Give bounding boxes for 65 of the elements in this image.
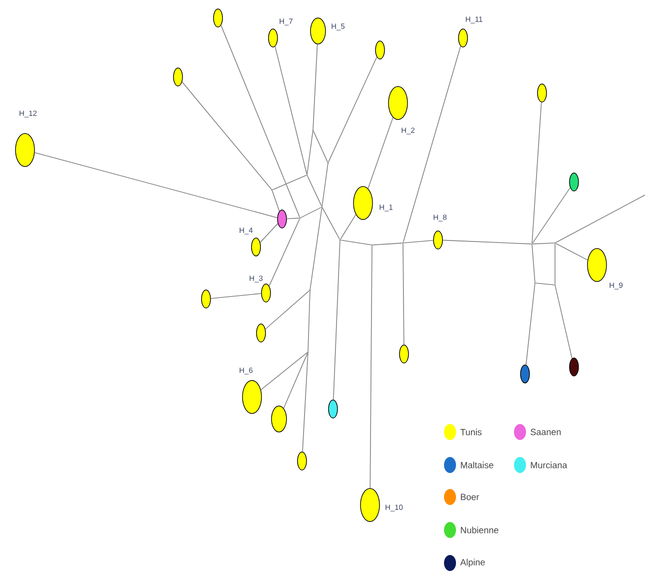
network-line — [532, 187, 571, 244]
haplotype-node — [173, 68, 183, 86]
legend-label: Alpine — [460, 558, 485, 568]
legend-label: Boer — [460, 494, 480, 500]
network-line — [372, 242, 402, 246]
haplotype-node — [399, 344, 409, 364]
network-line — [268, 218, 300, 286]
haplotype-node — [569, 358, 579, 376]
network-line — [274, 46, 308, 174]
network-line — [555, 194, 645, 243]
network-line — [312, 44, 318, 130]
network-line — [322, 164, 328, 206]
network-line — [402, 46, 462, 242]
network-line — [272, 174, 306, 190]
network-line — [265, 290, 310, 330]
haplotype-node — [297, 452, 307, 470]
network-line — [536, 282, 554, 286]
legend-label: Murciana — [530, 462, 568, 468]
network-line — [313, 130, 328, 162]
network-line — [307, 176, 322, 206]
haplotype-node — [569, 172, 579, 192]
network-line — [272, 190, 280, 212]
haplotype-node — [256, 324, 266, 342]
network-line — [260, 223, 278, 243]
network-line — [370, 246, 372, 489]
network-line — [182, 82, 272, 190]
network-line — [402, 244, 404, 346]
network-line — [404, 240, 434, 244]
network-line — [300, 207, 322, 218]
network-line — [532, 242, 554, 244]
haplotype-node — [201, 290, 211, 308]
network-line — [322, 207, 340, 240]
network-line — [556, 243, 588, 260]
network-line — [310, 208, 322, 290]
network-line — [260, 352, 308, 390]
haplotype-node — [520, 364, 530, 384]
haplotype-node — [277, 210, 287, 228]
haplotype-node — [375, 40, 385, 60]
legend-label: Tunis — [460, 428, 482, 436]
network-line — [302, 352, 308, 452]
haplotype-node — [328, 400, 338, 418]
network-line — [333, 240, 340, 400]
network-line — [220, 24, 300, 218]
network-line — [340, 214, 356, 240]
network-line — [308, 290, 310, 352]
network-line — [286, 218, 300, 220]
legend-label: Nubienne — [460, 526, 498, 534]
haplotype-node — [213, 8, 223, 28]
network-line — [283, 352, 308, 409]
haplotype-node — [271, 406, 287, 432]
network-line — [34, 152, 278, 218]
network-line — [210, 293, 262, 299]
network-line — [340, 240, 372, 246]
network-line — [328, 56, 378, 162]
haplotype-node — [537, 84, 547, 102]
legend-label: Maltaise — [460, 462, 494, 468]
network-line — [532, 244, 536, 282]
network-line — [442, 240, 532, 244]
network-line — [554, 286, 572, 359]
network-line — [526, 284, 536, 366]
network-line — [306, 130, 314, 174]
legend-label: Saanen — [530, 428, 561, 436]
network-line — [368, 117, 394, 189]
network-line — [554, 244, 556, 284]
network-line — [532, 102, 542, 244]
